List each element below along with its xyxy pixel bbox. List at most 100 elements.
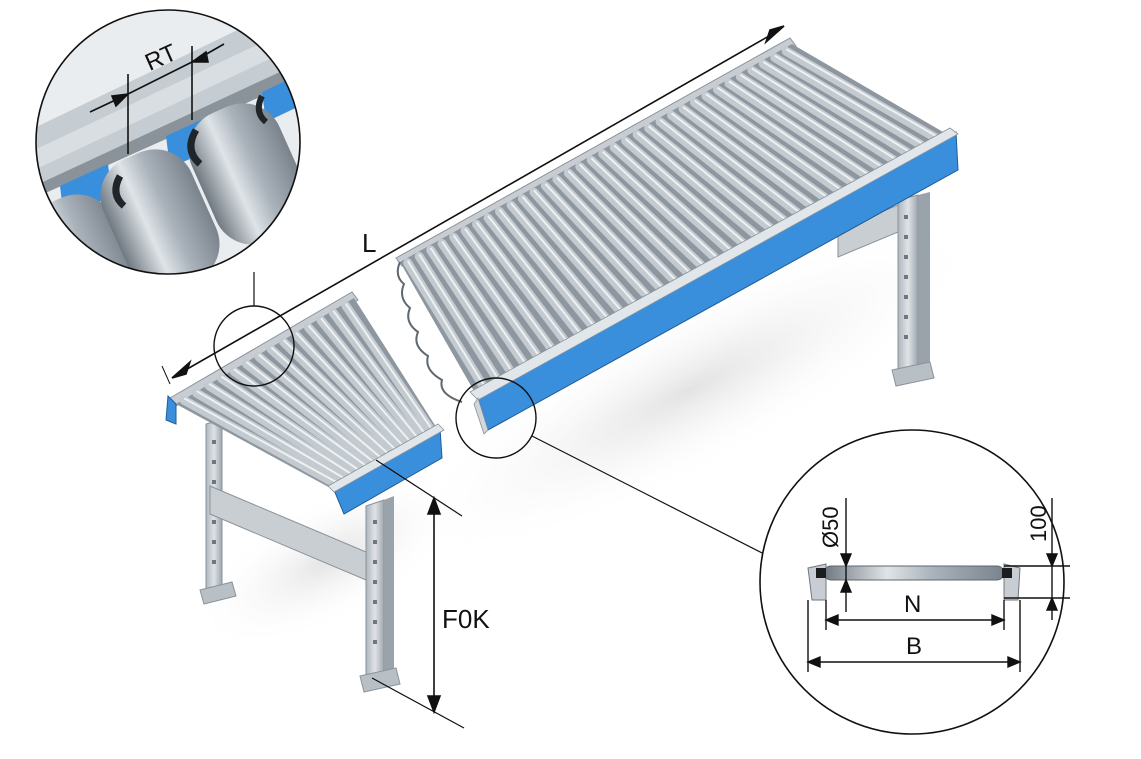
roller-highlight <box>220 375 362 473</box>
roller-highlight <box>441 240 529 368</box>
roller <box>483 213 588 344</box>
roller <box>575 162 697 282</box>
roller-highlight <box>245 361 376 465</box>
roller-highlight <box>728 80 872 177</box>
roller <box>609 142 739 260</box>
short-conveyor-rollers <box>179 301 437 491</box>
roller <box>291 330 409 454</box>
roller-highlight <box>282 339 398 452</box>
roller-highlight <box>716 86 858 185</box>
short-conveyor-legs <box>199 419 401 693</box>
roller-diameter-label: Ø50 <box>818 506 843 548</box>
roller <box>586 155 711 275</box>
long-conveyor-frame-top-edge <box>469 127 959 401</box>
roller <box>341 301 437 437</box>
roller-highlight <box>647 125 776 231</box>
roller-highlight <box>196 390 348 481</box>
roller-highlight <box>270 346 391 456</box>
short-conveyor-left-end <box>165 394 177 425</box>
roller <box>266 344 395 462</box>
roller <box>304 323 416 449</box>
floor-shadow-long <box>396 219 984 561</box>
roller-highlight <box>670 112 803 216</box>
roller-highlight <box>774 54 926 147</box>
roller <box>540 181 656 305</box>
roller <box>472 219 574 351</box>
roller-highlight <box>659 118 790 223</box>
roller <box>460 226 560 359</box>
roller <box>724 78 876 183</box>
roller <box>426 245 519 382</box>
roller-highlight <box>544 183 653 300</box>
overall-width-label: B <box>906 633 922 660</box>
roller-highlight <box>464 228 557 353</box>
roller-highlight <box>498 208 598 330</box>
roller <box>529 187 643 313</box>
roller <box>563 168 684 290</box>
roller <box>667 110 807 221</box>
roller <box>552 174 670 298</box>
roller <box>678 104 821 214</box>
roller-highlight <box>602 151 721 261</box>
roller-highlight <box>590 157 707 269</box>
roller-highlight <box>625 138 748 246</box>
roller-highlight <box>418 253 502 384</box>
detail-marker-cross-section <box>455 377 537 459</box>
detail-cross-section: Ø50 100 N B <box>759 429 1070 735</box>
roller <box>229 366 373 474</box>
roller <box>217 374 366 478</box>
roller <box>204 381 359 483</box>
roller <box>781 46 944 145</box>
roller <box>414 251 506 390</box>
roller <box>712 85 862 191</box>
roller <box>403 258 492 397</box>
roller-highlight <box>332 310 427 435</box>
length-label: L <box>362 228 376 258</box>
roller <box>598 149 725 267</box>
roller-highlight <box>183 397 341 485</box>
roller <box>328 308 430 441</box>
roller <box>192 388 352 487</box>
roller-highlight <box>429 247 516 376</box>
long-conveyor-legs <box>837 192 935 387</box>
roller-highlight <box>693 99 831 200</box>
long-conveyor-section <box>395 37 959 435</box>
roller <box>701 91 848 198</box>
short-conveyor-section <box>165 291 445 693</box>
roller <box>517 194 629 321</box>
roller <box>241 359 380 470</box>
roller-highlight <box>533 189 639 307</box>
roller <box>495 207 601 336</box>
roller <box>644 123 780 237</box>
roller-highlight <box>475 221 570 345</box>
roller <box>621 136 752 252</box>
roller-highlight <box>705 93 844 193</box>
roller <box>747 65 903 168</box>
roller <box>655 117 793 229</box>
roller-highlight <box>487 215 584 338</box>
roller-highlight <box>208 382 355 477</box>
roller-highlight <box>452 234 543 361</box>
roller-highlight <box>762 61 913 154</box>
roller <box>758 59 917 160</box>
roller-highlight <box>785 48 940 139</box>
top-of-conveyor-label: F0K <box>442 604 490 634</box>
dimension-top-of-conveyor <box>371 459 465 729</box>
roller <box>437 239 533 374</box>
roller-highlight <box>556 176 666 292</box>
roller <box>179 395 345 491</box>
roller-highlight <box>307 324 412 444</box>
detail-roller-pitch: RT <box>35 9 301 275</box>
roller-highlight <box>613 144 735 254</box>
roller-highlight <box>258 353 384 460</box>
roller-highlight <box>320 317 419 439</box>
roller-highlight <box>344 303 434 431</box>
roller-highlight <box>739 74 885 170</box>
long-conveyor-roller-ends <box>396 261 463 403</box>
roller-highlight <box>579 163 694 277</box>
roller-highlight <box>406 260 488 391</box>
short-conveyor-frame-top-edge <box>327 423 445 493</box>
roller-highlight <box>751 67 899 162</box>
roller <box>770 53 930 152</box>
